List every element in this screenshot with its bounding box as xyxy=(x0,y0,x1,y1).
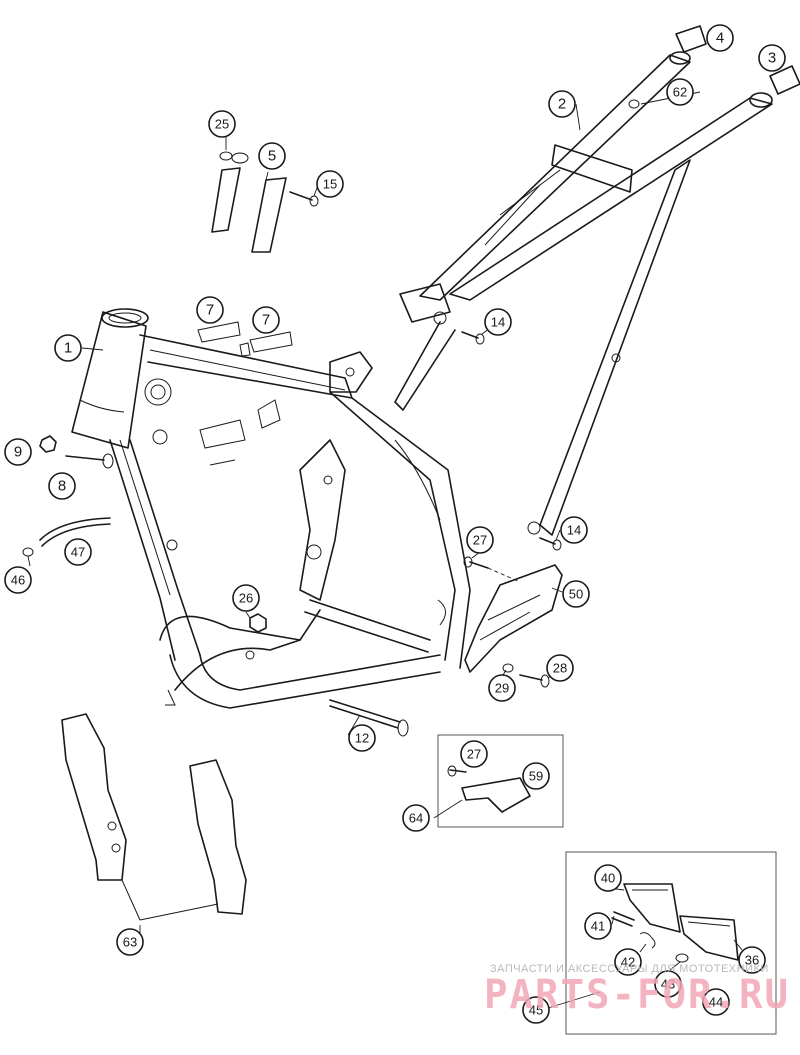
callout-2[interactable]: 2 xyxy=(548,90,576,118)
svg-text:7: 7 xyxy=(262,312,270,329)
callout-1[interactable]: 1 xyxy=(54,334,82,362)
callout-64[interactable]: 64 xyxy=(402,804,430,832)
fasteners xyxy=(22,331,562,737)
svg-text:40: 40 xyxy=(601,871,615,886)
svg-text:3: 3 xyxy=(768,50,776,67)
callout-7b[interactable]: 7 xyxy=(252,306,280,334)
svg-text:45: 45 xyxy=(529,1003,543,1018)
callout-9[interactable]: 9 xyxy=(4,438,32,466)
svg-text:36: 36 xyxy=(745,953,759,968)
svg-text:7: 7 xyxy=(206,302,214,319)
callout-5[interactable]: 5 xyxy=(258,142,286,170)
callout-63[interactable]: 63 xyxy=(116,928,144,956)
callout-15[interactable]: 15 xyxy=(316,170,344,198)
callout-28[interactable]: 28 xyxy=(546,654,574,682)
callout-41[interactable]: 41 xyxy=(584,912,612,940)
callout-50[interactable]: 50 xyxy=(562,580,590,608)
svg-text:43: 43 xyxy=(661,977,675,992)
callout-46[interactable]: 46 xyxy=(4,566,32,594)
inset-box-64 xyxy=(437,734,564,828)
svg-text:2: 2 xyxy=(558,96,566,113)
callout-29[interactable]: 29 xyxy=(488,674,516,702)
callout-43[interactable]: 43 xyxy=(654,970,682,998)
callout-45[interactable]: 45 xyxy=(522,996,550,1024)
svg-text:47: 47 xyxy=(71,545,85,560)
chain-guide xyxy=(464,564,563,673)
svg-text:9: 9 xyxy=(14,444,22,461)
svg-text:14: 14 xyxy=(567,523,581,538)
callout-42[interactable]: 42 xyxy=(614,948,642,976)
svg-text:15: 15 xyxy=(323,177,337,192)
callout-36[interactable]: 36 xyxy=(738,946,766,974)
svg-text:4: 4 xyxy=(716,30,724,47)
footrest-box xyxy=(565,851,777,1035)
callout-3[interactable]: 3 xyxy=(758,44,786,72)
bracket-parts xyxy=(211,151,319,253)
svg-text:5: 5 xyxy=(268,148,276,165)
callouts: 1 2 3 4 5 7 7 8 9 12 14 14 15 25 26 27 2… xyxy=(4,24,786,1024)
callout-25[interactable]: 25 xyxy=(208,110,236,138)
subframe xyxy=(394,25,800,536)
svg-text:64: 64 xyxy=(409,811,423,826)
callout-62[interactable]: 62 xyxy=(666,78,694,106)
callout-7a[interactable]: 7 xyxy=(196,296,224,324)
svg-text:41: 41 xyxy=(591,919,605,934)
callout-8[interactable]: 8 xyxy=(48,472,76,500)
watermark: ЗАПЧАСТИ И АКСЕССУАРЫ ДЛЯ МОТОТЕХНИКИ PA… xyxy=(484,963,790,1018)
svg-text:12: 12 xyxy=(355,731,369,746)
callout-14a[interactable]: 14 xyxy=(484,308,512,336)
svg-text:50: 50 xyxy=(569,587,583,602)
callout-26[interactable]: 26 xyxy=(232,584,260,612)
svg-text:63: 63 xyxy=(123,935,137,950)
svg-text:27: 27 xyxy=(473,533,487,548)
svg-text:14: 14 xyxy=(491,315,505,330)
main-frame xyxy=(71,308,471,709)
svg-text:25: 25 xyxy=(215,117,229,132)
svg-text:28: 28 xyxy=(553,661,567,676)
callout-4[interactable]: 4 xyxy=(706,24,734,52)
engine-guards xyxy=(197,321,293,357)
svg-text:8: 8 xyxy=(58,478,66,495)
frame-guards xyxy=(61,713,247,921)
watermark-small-text: ЗАПЧАСТИ И АКСЕССУАРЫ ДЛЯ МОТОТЕХНИКИ xyxy=(490,963,769,975)
leader-lines xyxy=(27,91,743,1009)
svg-text:59: 59 xyxy=(529,769,543,784)
watermark-big-text: PARTS-FOR.RU xyxy=(484,972,790,1018)
svg-text:27: 27 xyxy=(467,747,481,762)
svg-text:44: 44 xyxy=(709,995,723,1010)
callout-27b[interactable]: 27 xyxy=(460,740,488,768)
callout-27a[interactable]: 27 xyxy=(466,526,494,554)
callout-12[interactable]: 12 xyxy=(348,724,376,752)
svg-text:62: 62 xyxy=(673,85,687,100)
svg-text:42: 42 xyxy=(621,955,635,970)
callout-47[interactable]: 47 xyxy=(64,538,92,566)
callout-59[interactable]: 59 xyxy=(522,762,550,790)
svg-text:1: 1 xyxy=(64,340,72,357)
callout-44[interactable]: 44 xyxy=(702,988,730,1016)
callout-40[interactable]: 40 xyxy=(594,864,622,892)
svg-text:26: 26 xyxy=(239,591,253,606)
svg-text:29: 29 xyxy=(495,681,509,696)
svg-text:46: 46 xyxy=(11,573,25,588)
callout-14b[interactable]: 14 xyxy=(560,516,588,544)
